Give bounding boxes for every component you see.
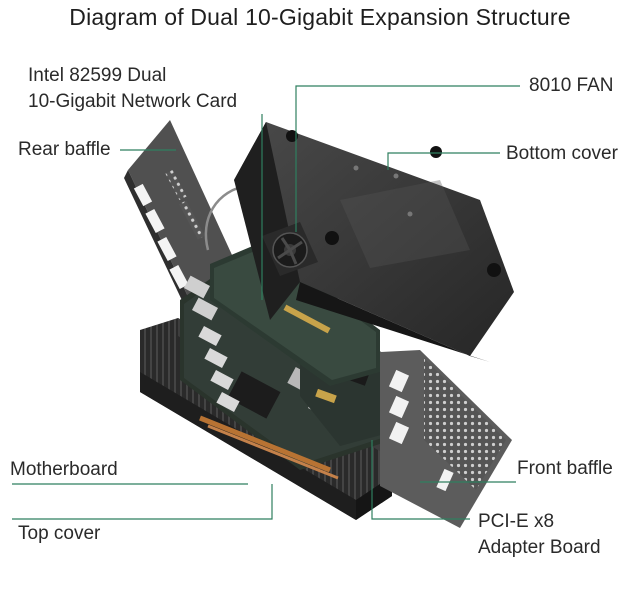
- bottom-cover-part: [234, 122, 514, 362]
- label-top-cover: Top cover: [18, 523, 101, 544]
- label-network-card-line2: 10-Gigabit Network Card: [28, 91, 238, 112]
- front-baffle-part: [380, 350, 512, 528]
- diagram-title: Diagram of Dual 10-Gigabit Expansion Str…: [69, 4, 571, 30]
- label-adapter-line2: Adapter Board: [478, 537, 601, 558]
- label-front-baffle: Front baffle: [517, 458, 613, 479]
- leader-adapter: [371, 440, 470, 520]
- leader-fan: [295, 85, 520, 232]
- leader-bottom-cover: [387, 152, 500, 170]
- label-motherboard: Motherboard: [10, 459, 118, 480]
- label-rear-baffle: Rear baffle: [18, 139, 111, 160]
- label-fan: 8010 FAN: [529, 75, 614, 96]
- label-adapter-line1: PCI-E x8: [478, 511, 555, 532]
- label-bottom-cover: Bottom cover: [506, 143, 618, 164]
- fan-part: [262, 222, 318, 276]
- leader-top-cover: [12, 484, 273, 520]
- leader-lines: [12, 85, 520, 520]
- label-network-card-line1: Intel 82599 Dual: [28, 65, 167, 86]
- network-card-part: [184, 183, 380, 386]
